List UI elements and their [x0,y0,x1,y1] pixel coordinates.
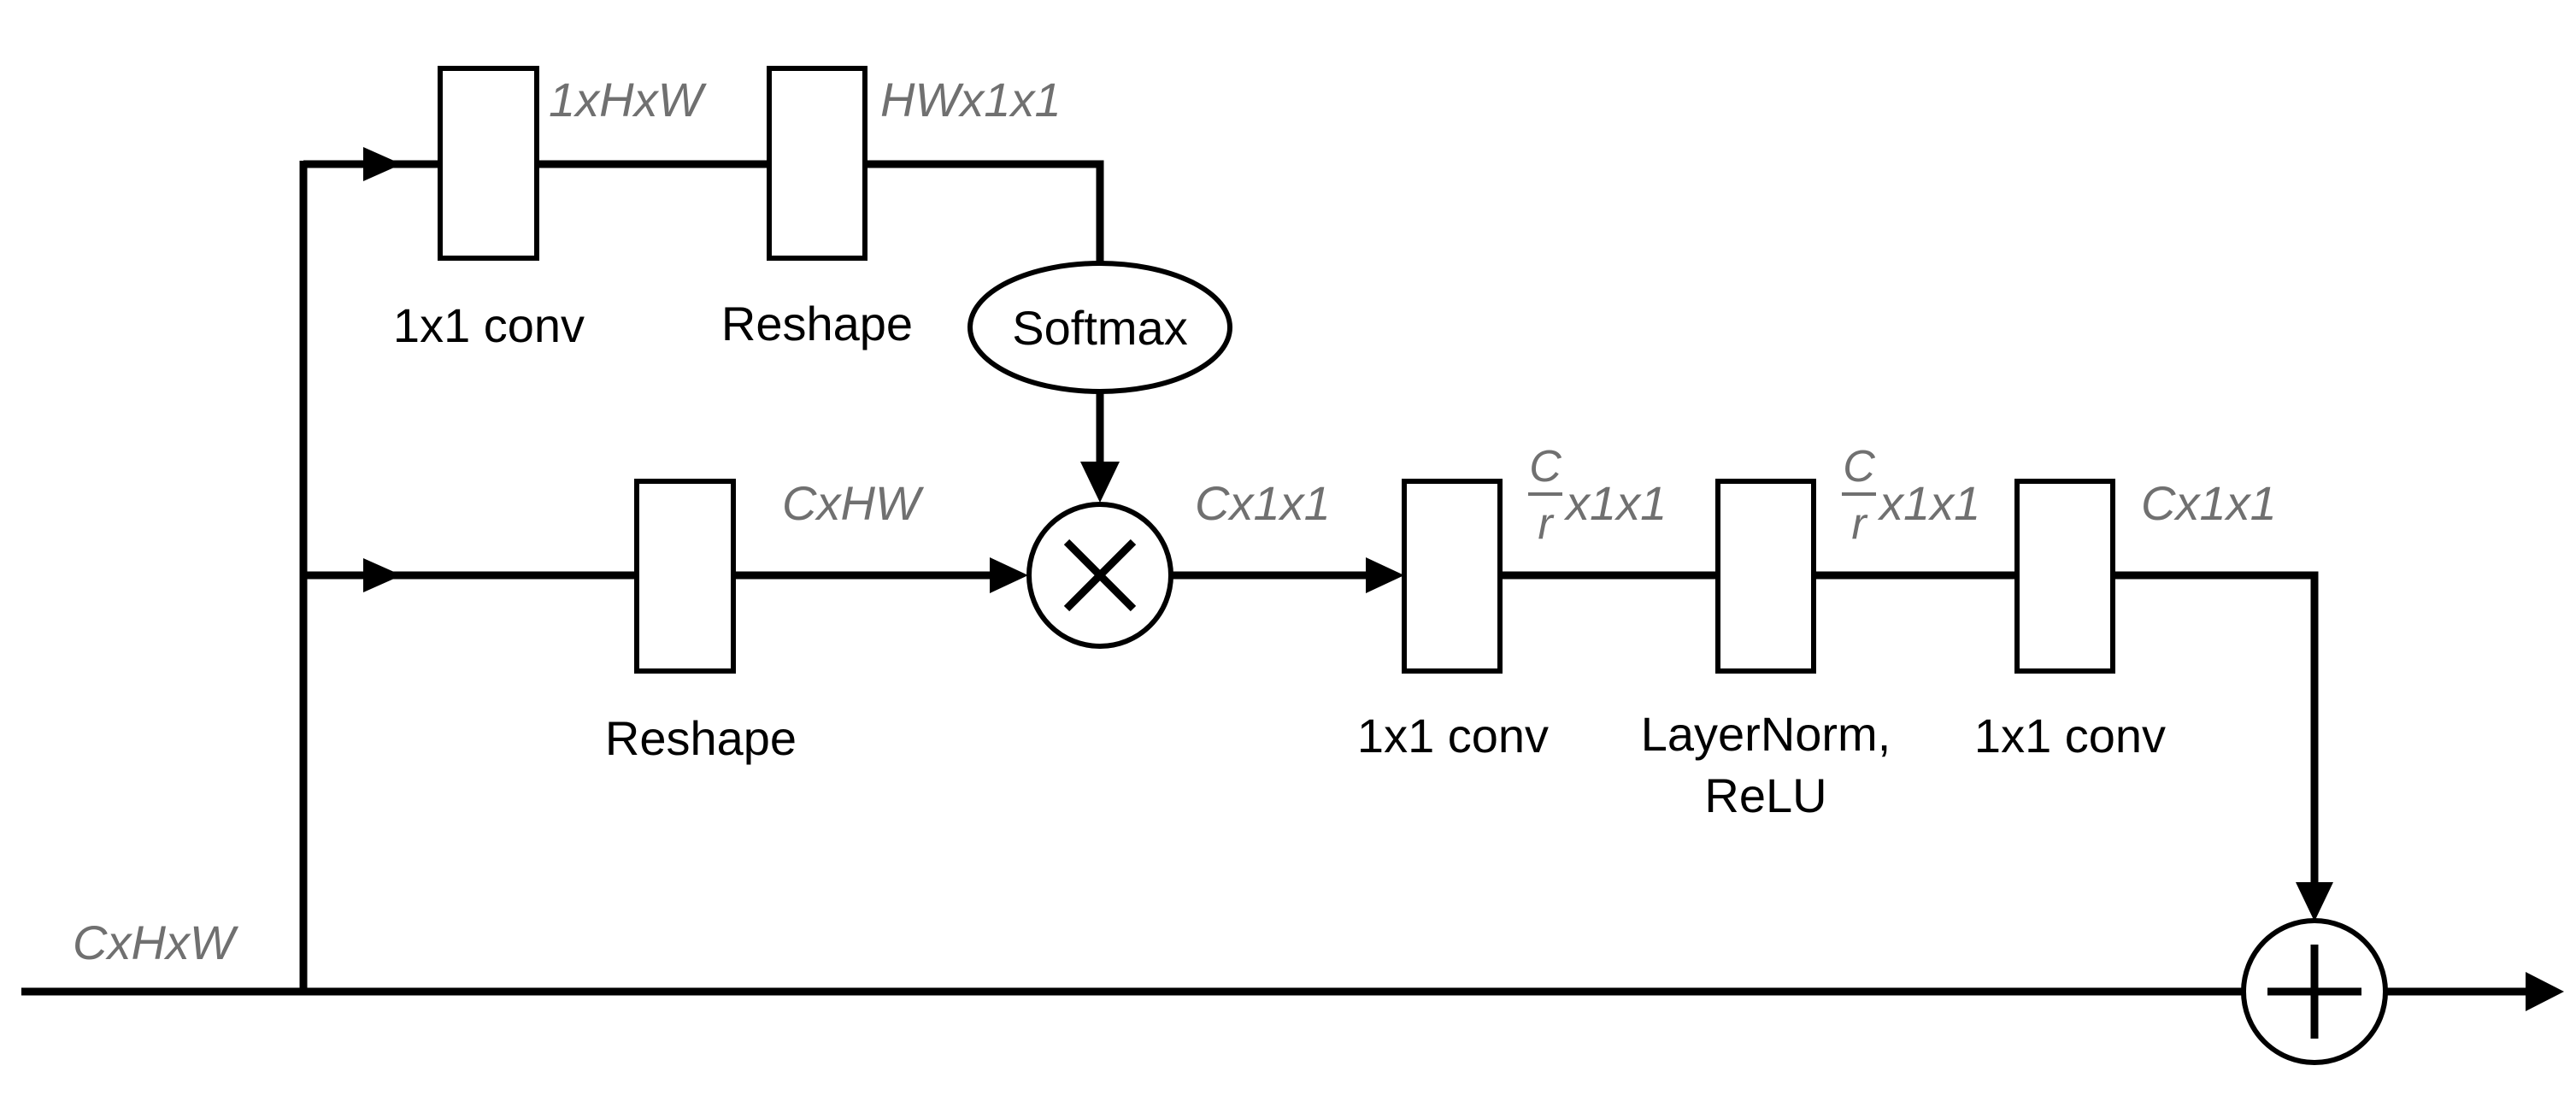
conv-top-shape-label: 1xHxW [549,73,708,127]
input-shape-label: CxHxW [73,916,239,969]
multiply-icon [1026,502,1173,649]
reduced-shape-label-1: C r x1x1 [1528,442,1667,549]
reshape-to-multiply-arrow [990,557,1028,593]
layernorm-label-line2: ReLU [1704,768,1826,822]
softmax-arrow [1080,462,1120,503]
conv-top-label: 1x1 conv [393,298,585,352]
layernorm-box [1715,479,1816,674]
multiply-to-conv-arrow [1366,557,1404,593]
frac-denominator: r [1538,499,1555,549]
reshape-mid-box [634,479,736,674]
output-shape-label: Cx1x1 [2141,476,2277,530]
conv-top-box [438,66,539,261]
top-branch-arrow [363,147,402,181]
conv2-label: 1x1 conv [1974,709,2166,762]
mid-branch-arrow [363,558,402,592]
mid-reshape-shape-label: CxHW [782,476,925,530]
conv2-box [2014,479,2115,674]
reshape-mid-label: Reshape [605,711,797,765]
top-to-softmax-line [865,160,1104,267]
reshape-top-box [767,66,867,261]
reshape-top-shape-label: HWx1x1 [880,73,1062,127]
add-input-arrow [2296,882,2333,921]
reduced-shape-label-2: C r x1x1 [1842,442,1980,549]
softmax-node [967,261,1232,394]
plus-icon [2241,918,2388,1065]
product-shape-label: Cx1x1 [1195,476,1331,530]
layernorm-label-line1: LayerNorm, [1641,707,1891,761]
conv1-label: 1x1 conv [1357,709,1549,762]
frac-denominator: r [1851,499,1868,549]
output-arrow [2526,972,2564,1011]
frac-rest: x1x1 [1563,476,1667,530]
conv-to-add-line [2113,571,2319,889]
conv1-box [1402,479,1503,674]
frac-numerator: C [1529,442,1561,492]
frac-rest: x1x1 [1877,476,1980,530]
softmax-label: Softmax [1012,301,1187,355]
reshape-top-label: Reshape [721,297,913,350]
frac-numerator: C [1843,442,1875,492]
